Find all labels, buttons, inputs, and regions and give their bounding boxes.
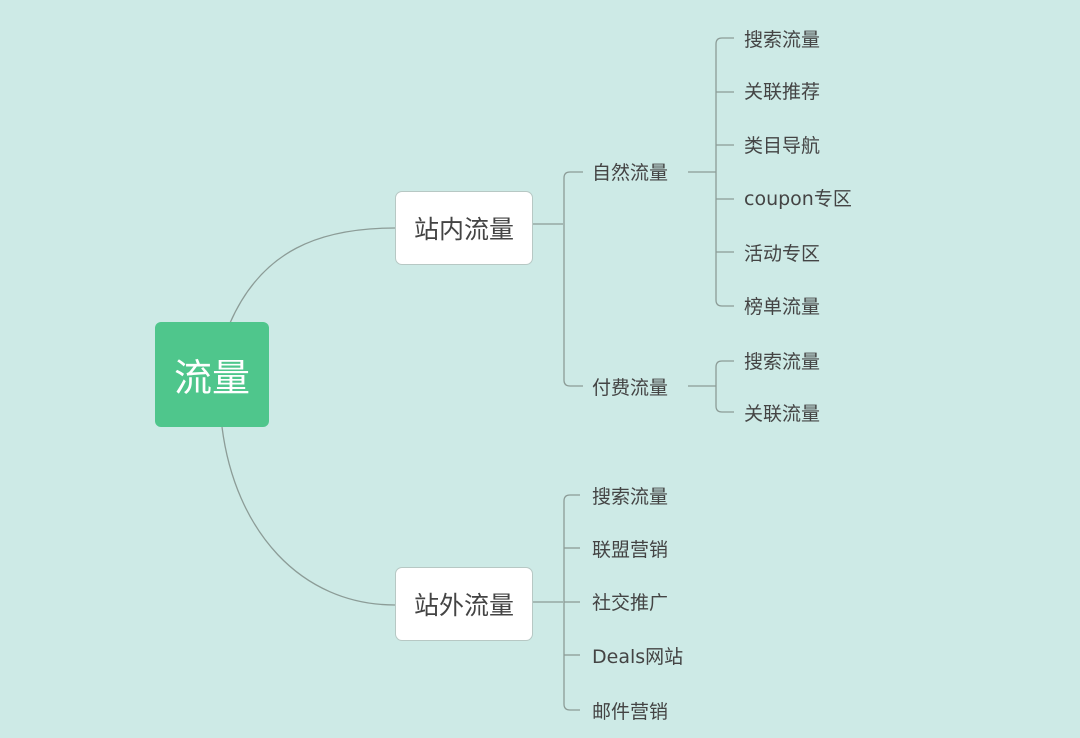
branch-node-offsite[interactable]: 站外流量 (395, 567, 533, 641)
leaf-node[interactable]: 邮件营销 (592, 701, 669, 723)
leaf-node[interactable]: 搜索流量 (744, 29, 821, 51)
connector-natural-bracket (715, 37, 734, 307)
connector-paid-bracket (715, 360, 734, 413)
root-node[interactable]: 流量 (155, 322, 269, 427)
leaf-node[interactable]: 类目导航 (744, 135, 821, 157)
leaf-node[interactable]: 搜索流量 (744, 351, 821, 373)
leaf-node[interactable]: coupon专区 (744, 188, 852, 210)
leaf-node[interactable]: 社交推广 (592, 592, 669, 614)
leaf-node[interactable]: Deals网站 (592, 646, 684, 668)
subbranch-node-paid[interactable]: 付费流量 (592, 377, 669, 399)
leaf-node[interactable]: 关联推荐 (744, 81, 821, 103)
leaf-node[interactable]: 榜单流量 (744, 296, 821, 318)
leaf-node[interactable]: 联盟营销 (592, 539, 669, 561)
leaf-node[interactable]: 搜索流量 (592, 486, 669, 508)
leaf-node[interactable]: 关联流量 (744, 403, 821, 425)
connector-root-onsite (229, 227, 396, 324)
branch-node-onsite[interactable]: 站内流量 (395, 191, 533, 265)
subbranch-node-natural[interactable]: 自然流量 (592, 162, 669, 184)
connector-onsite-bracket (563, 171, 583, 387)
leaf-node[interactable]: 活动专区 (744, 243, 821, 265)
connector-root-offsite (221, 426, 396, 606)
